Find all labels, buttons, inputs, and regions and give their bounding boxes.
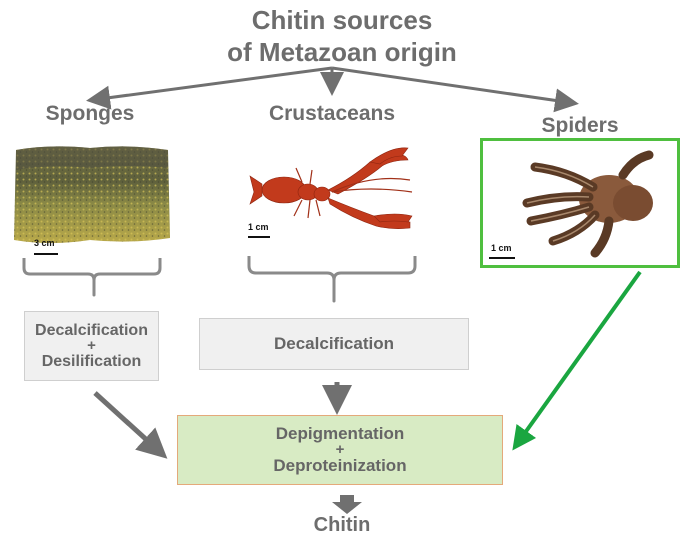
common-treatment-box: Depigmentation + Deproteinization [177, 415, 503, 485]
arrow-to-spiders [331, 66, 579, 113]
spider-photo [522, 150, 654, 258]
result-chitin: Chitin [313, 514, 371, 536]
title-line-1: Chitin sources [251, 5, 433, 35]
sponge-scale-bar: 3 cm [34, 238, 55, 248]
sponges-step-line2: Desilification [41, 353, 142, 370]
spider-photo-frame: 1 cm [480, 138, 680, 268]
label-crustaceans: Crustaceans [268, 102, 396, 125]
arrow-to-sponges [86, 66, 333, 110]
arrow-to-chitin [332, 495, 362, 514]
common-step-line1: Depigmentation [275, 424, 405, 443]
sponges-treatment-box: Decalcification + Desilification [24, 311, 159, 381]
sponge-scale-label: 3 cm [34, 238, 55, 248]
top-branch-arrows [86, 66, 579, 113]
crustaceans-step-line1: Decalcification [274, 334, 394, 353]
sponges-step-plus: + [87, 337, 96, 354]
common-step-line2: Deproteinization [273, 456, 407, 475]
arrow-sponges-to-common [93, 391, 168, 459]
arrow-spiders-to-common [512, 270, 642, 451]
crustaceans-brace [247, 256, 417, 303]
spider-scale-line [489, 257, 515, 259]
sponge-scale-line [34, 253, 58, 255]
sponges-brace [22, 258, 162, 297]
crayfish-photo: 1 cm [242, 134, 422, 250]
title-line-2: of Metazoan origin [227, 37, 457, 67]
diagram-title: Chitin sources of Metazoan origin [142, 4, 542, 68]
sponges-step-line1: Decalcification [35, 322, 148, 339]
label-sponges: Sponges [45, 102, 135, 125]
crayfish-scale-label: 1 cm [248, 222, 269, 232]
sponge-photo: 3 cm [10, 142, 172, 250]
common-step-plus: + [335, 441, 345, 458]
spider-scale-label: 1 cm [491, 243, 512, 253]
label-spiders: Spiders [541, 114, 619, 137]
crustaceans-treatment-box: Decalcification [199, 318, 469, 370]
crayfish-scale-line [248, 236, 270, 238]
